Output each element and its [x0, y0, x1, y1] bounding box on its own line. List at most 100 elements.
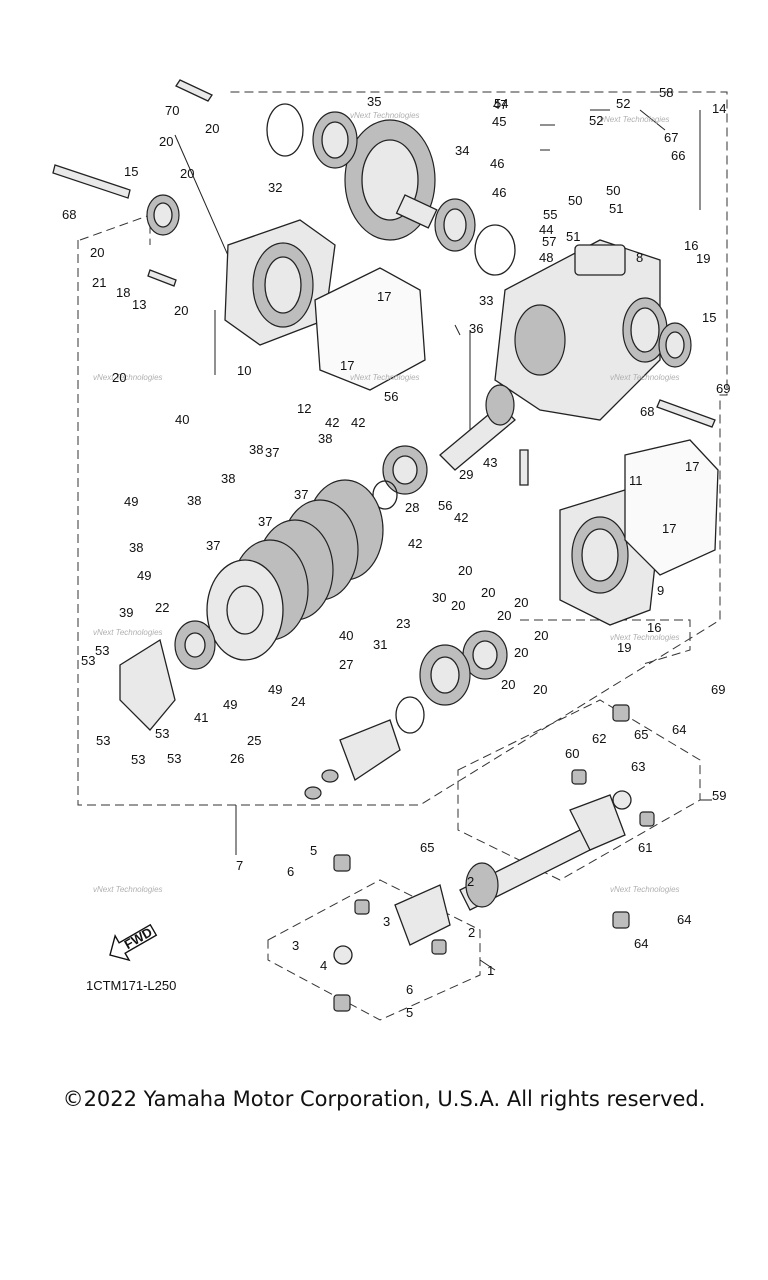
callout-65: 65 [420, 840, 434, 855]
callout-22: 22 [155, 600, 169, 615]
callout-53: 53 [131, 752, 145, 767]
bolts [52, 79, 716, 486]
svg-text:vNext Technologies: vNext Technologies [93, 373, 163, 382]
callout-17: 17 [662, 521, 676, 536]
hub-22 [174, 620, 216, 670]
callout-12: 12 [297, 401, 311, 416]
callout-44: 44 [539, 222, 553, 237]
callout-64: 64 [677, 912, 691, 927]
callout-52: 52 [589, 113, 603, 128]
callout-17: 17 [377, 289, 391, 304]
callout-43: 43 [483, 455, 497, 470]
callout-62: 62 [592, 731, 606, 746]
callout-69: 69 [716, 381, 730, 396]
spring-sleeve-23-31 [395, 644, 471, 734]
callout-20: 20 [205, 121, 219, 136]
callout-64: 64 [634, 936, 648, 951]
callout-20: 20 [159, 134, 173, 149]
callout-67: 67 [664, 130, 678, 145]
callout-39: 39 [119, 605, 133, 620]
callout-19: 19 [696, 251, 710, 266]
callout-labels: 1223345566789101112131415151616171717171… [62, 85, 730, 1020]
callout-60: 60 [565, 746, 579, 761]
diagram-code: 1CTM171-L250 [86, 978, 176, 993]
callout-8: 8 [636, 250, 643, 265]
svg-text:vNext Technologies: vNext Technologies [600, 115, 670, 124]
callout-5: 5 [310, 843, 317, 858]
yoke-24 [304, 719, 401, 800]
callout-20: 20 [451, 598, 465, 613]
callout-68: 68 [640, 404, 654, 419]
callout-20: 20 [180, 166, 194, 181]
callout-56: 56 [384, 389, 398, 404]
callout-53: 53 [167, 751, 181, 766]
callout-33: 33 [479, 293, 493, 308]
callout-1: 1 [487, 963, 494, 978]
callout-49: 49 [124, 494, 138, 509]
universal-joint-assembly-59 [571, 704, 655, 929]
svg-text:vNext Technologies: vNext Technologies [93, 885, 163, 894]
callout-21: 21 [92, 275, 106, 290]
callout-3: 3 [292, 938, 299, 953]
clutch-pack-37-38 [206, 479, 384, 661]
callout-2: 2 [467, 874, 474, 889]
callout-40: 40 [339, 628, 353, 643]
callout-48: 48 [539, 250, 553, 265]
svg-text:vNext Technologies: vNext Technologies [610, 633, 680, 642]
callout-6: 6 [287, 864, 294, 879]
callout-53: 53 [96, 733, 110, 748]
callout-29: 29 [459, 467, 473, 482]
callout-47: 47 [493, 97, 507, 112]
callout-49: 49 [268, 682, 282, 697]
callout-53: 53 [95, 643, 109, 658]
callout-45: 45 [492, 114, 506, 129]
fwd-arrow: FWD [109, 923, 158, 962]
callout-35: 35 [367, 94, 381, 109]
callout-20: 20 [534, 628, 548, 643]
callout-37: 37 [206, 538, 220, 553]
callout-10: 10 [237, 363, 251, 378]
callout-38: 38 [249, 442, 263, 457]
callout-20: 20 [90, 245, 104, 260]
drive-shaft-65 [459, 794, 626, 911]
callout-2: 2 [468, 925, 475, 940]
callout-37: 37 [265, 445, 279, 460]
callout-34: 34 [455, 143, 469, 158]
callout-42: 42 [454, 510, 468, 525]
bearings [312, 111, 508, 680]
callout-61: 61 [638, 840, 652, 855]
gasket-12 [314, 267, 426, 391]
callout-19: 19 [617, 640, 631, 655]
callout-51: 51 [609, 201, 623, 216]
seals-and-rings [146, 103, 692, 510]
copyright-notice: ©2022 Yamaha Motor Corporation, U.S.A. A… [62, 1087, 706, 1111]
callout-50: 50 [606, 183, 620, 198]
callout-23: 23 [396, 616, 410, 631]
callout-17: 17 [685, 459, 699, 474]
callout-17: 17 [340, 358, 354, 373]
callout-49: 49 [223, 697, 237, 712]
callout-20: 20 [112, 370, 126, 385]
callout-53: 53 [155, 726, 169, 741]
callout-58: 58 [659, 85, 673, 100]
svg-text:vNext Technologies: vNext Technologies [350, 111, 420, 120]
callout-36: 36 [469, 321, 483, 336]
callout-55: 55 [543, 207, 557, 222]
callout-5: 5 [406, 1005, 413, 1020]
callout-16: 16 [647, 620, 661, 635]
callout-42: 42 [408, 536, 422, 551]
callout-53: 53 [81, 653, 95, 668]
callout-42: 42 [325, 415, 339, 430]
callout-27: 27 [339, 657, 353, 672]
callout-57: 57 [542, 234, 556, 249]
callout-20: 20 [533, 682, 547, 697]
cam-plate-39 [119, 638, 176, 731]
callout-37: 37 [258, 514, 272, 529]
callout-38: 38 [187, 493, 201, 508]
callout-46: 46 [490, 156, 504, 171]
callout-56: 56 [438, 498, 452, 513]
callout-20: 20 [458, 563, 472, 578]
main-housing-8 [494, 239, 668, 421]
callout-26: 26 [230, 751, 244, 766]
